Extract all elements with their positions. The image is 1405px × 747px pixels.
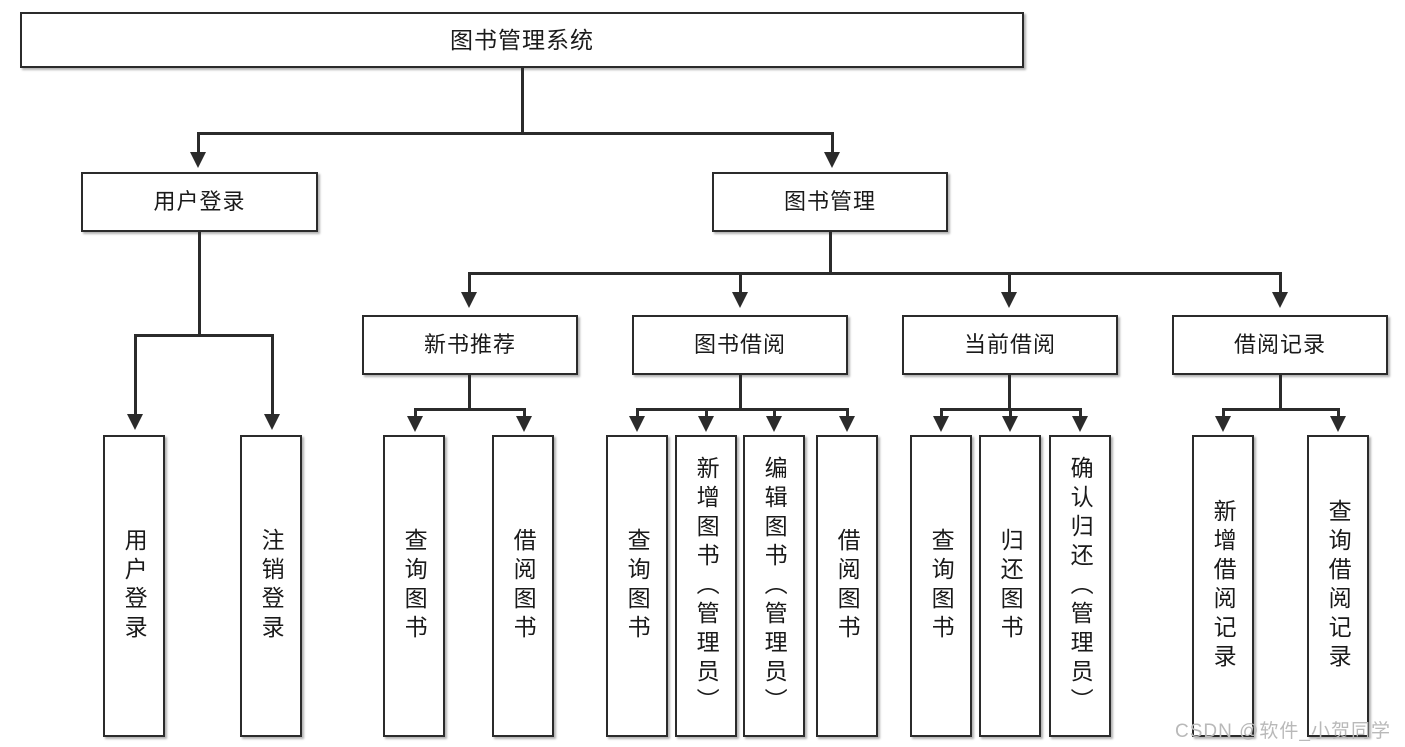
leaf-logout[interactable]: 注销登录	[240, 435, 302, 737]
leaf-query-borrow-record[interactable]: 查询借阅记录	[1307, 435, 1369, 737]
leaf-query-book-bb[interactable]: 查询图书	[606, 435, 668, 737]
node-label: 借阅记录	[1233, 332, 1326, 358]
arrow-user-login-child-1	[127, 414, 143, 430]
node-label: 当前借阅	[963, 332, 1056, 358]
node-label: 图书管理	[783, 189, 876, 215]
node-label: 新书推荐	[423, 332, 516, 358]
arrow-bm-child-3	[1001, 292, 1017, 308]
node-label: 归还图书	[997, 528, 1024, 644]
edge-cb-child-3	[1079, 408, 1082, 418]
leaf-add-borrow-record[interactable]: 新增借阅记录	[1192, 435, 1254, 737]
edge-bm-child-2	[739, 272, 742, 294]
arrow-br-child-1	[1215, 416, 1231, 432]
arrow-bm-child-1	[461, 292, 477, 308]
node-book-management[interactable]: 图书管理	[712, 172, 948, 232]
edge-br-bar	[1222, 408, 1340, 411]
arrow-to-user-login	[190, 152, 206, 168]
node-label: 确认归还（管理员）	[1067, 455, 1094, 717]
node-book-borrow[interactable]: 图书借阅	[632, 315, 848, 375]
leaf-query-book-nbr[interactable]: 查询图书	[383, 435, 445, 737]
leaf-edit-book-admin[interactable]: 编辑图书（管理员）	[743, 435, 805, 737]
edge-bb-bar	[636, 408, 849, 411]
edge-nbr-child-2	[523, 408, 526, 418]
node-current-borrow[interactable]: 当前借阅	[902, 315, 1118, 375]
arrow-bm-child-2	[732, 292, 748, 308]
edge-user-login-child-2	[271, 334, 274, 416]
edge-root-stem	[521, 68, 524, 134]
arrow-cb-child-1	[933, 416, 949, 432]
leaf-add-book-admin[interactable]: 新增图书（管理员）	[675, 435, 737, 737]
node-label: 注销登录	[258, 528, 285, 644]
arrow-cb-child-2	[1002, 416, 1018, 432]
node-label: 查询图书	[928, 528, 955, 644]
leaf-borrow-book-nbr[interactable]: 借阅图书	[492, 435, 554, 737]
edge-bb-child-4	[846, 408, 849, 418]
edge-book-management-stem	[829, 232, 832, 274]
edge-user-login-stem	[198, 232, 201, 336]
edge-bm-child-1	[468, 272, 471, 294]
edge-bb-child-2	[705, 408, 708, 418]
node-label: 图书借阅	[693, 332, 786, 358]
edge-br-child-2	[1337, 408, 1340, 418]
arrow-bb-child-1	[629, 416, 645, 432]
edge-bb-child-1	[636, 408, 639, 418]
edge-user-login-bar	[134, 334, 272, 337]
edge-nbr-child-1	[414, 408, 417, 418]
edge-nbr-bar	[414, 408, 526, 411]
arrow-cb-child-3	[1072, 416, 1088, 432]
arrow-nbr-child-1	[407, 416, 423, 432]
arrow-bb-child-3	[766, 416, 782, 432]
node-book-management-system[interactable]: 图书管理系统	[20, 12, 1024, 68]
edge-user-login-child-1	[134, 334, 137, 416]
arrow-to-book-management	[824, 152, 840, 168]
node-label: 查询借阅记录	[1325, 499, 1352, 673]
edge-bm-child-3	[1008, 272, 1011, 294]
leaf-query-book-cb[interactable]: 查询图书	[910, 435, 972, 737]
node-label: 查询图书	[401, 528, 428, 644]
leaf-return-book[interactable]: 归还图书	[979, 435, 1041, 737]
leaf-user-login[interactable]: 用户登录	[103, 435, 165, 737]
node-label: 用户登录	[121, 528, 148, 644]
arrow-br-child-2	[1330, 416, 1346, 432]
node-label: 查询图书	[624, 528, 651, 644]
node-label: 借阅图书	[510, 528, 537, 644]
node-label: 新增图书（管理员）	[693, 455, 720, 717]
arrow-bm-child-4	[1272, 292, 1288, 308]
edge-bb-child-3	[773, 408, 776, 418]
node-label: 图书管理系统	[450, 26, 594, 53]
node-borrow-record[interactable]: 借阅记录	[1172, 315, 1388, 375]
arrow-bb-child-2	[698, 416, 714, 432]
node-new-book-recommend[interactable]: 新书推荐	[362, 315, 578, 375]
node-label: 编辑图书（管理员）	[761, 455, 788, 717]
node-label: 新增借阅记录	[1210, 499, 1237, 673]
arrow-bb-child-4	[839, 416, 855, 432]
edge-cb-child-2	[1009, 408, 1012, 418]
edge-bm-child-4	[1279, 272, 1282, 294]
edge-nbr-stem	[468, 375, 471, 410]
edge-root-bar	[197, 132, 834, 135]
edge-root-to-user-login	[197, 132, 200, 154]
edge-cb-child-1	[940, 408, 943, 418]
csdn-watermark: CSDN @软件_小贺同学	[1175, 721, 1391, 742]
node-label: 用户登录	[153, 189, 246, 215]
leaf-borrow-book-bb[interactable]: 借阅图书	[816, 435, 878, 737]
leaf-confirm-return-admin[interactable]: 确认归还（管理员）	[1049, 435, 1111, 737]
edge-root-to-book-management	[831, 132, 834, 154]
edge-book-management-bar	[468, 272, 1282, 275]
node-label: 借阅图书	[834, 528, 861, 644]
edge-bb-stem	[739, 375, 742, 410]
edge-br-child-1	[1222, 408, 1225, 418]
edge-cb-stem	[1008, 375, 1011, 410]
node-user-login[interactable]: 用户登录	[81, 172, 318, 232]
edge-br-stem	[1279, 375, 1282, 410]
arrow-user-login-child-2	[264, 414, 280, 430]
arrow-nbr-child-2	[516, 416, 532, 432]
